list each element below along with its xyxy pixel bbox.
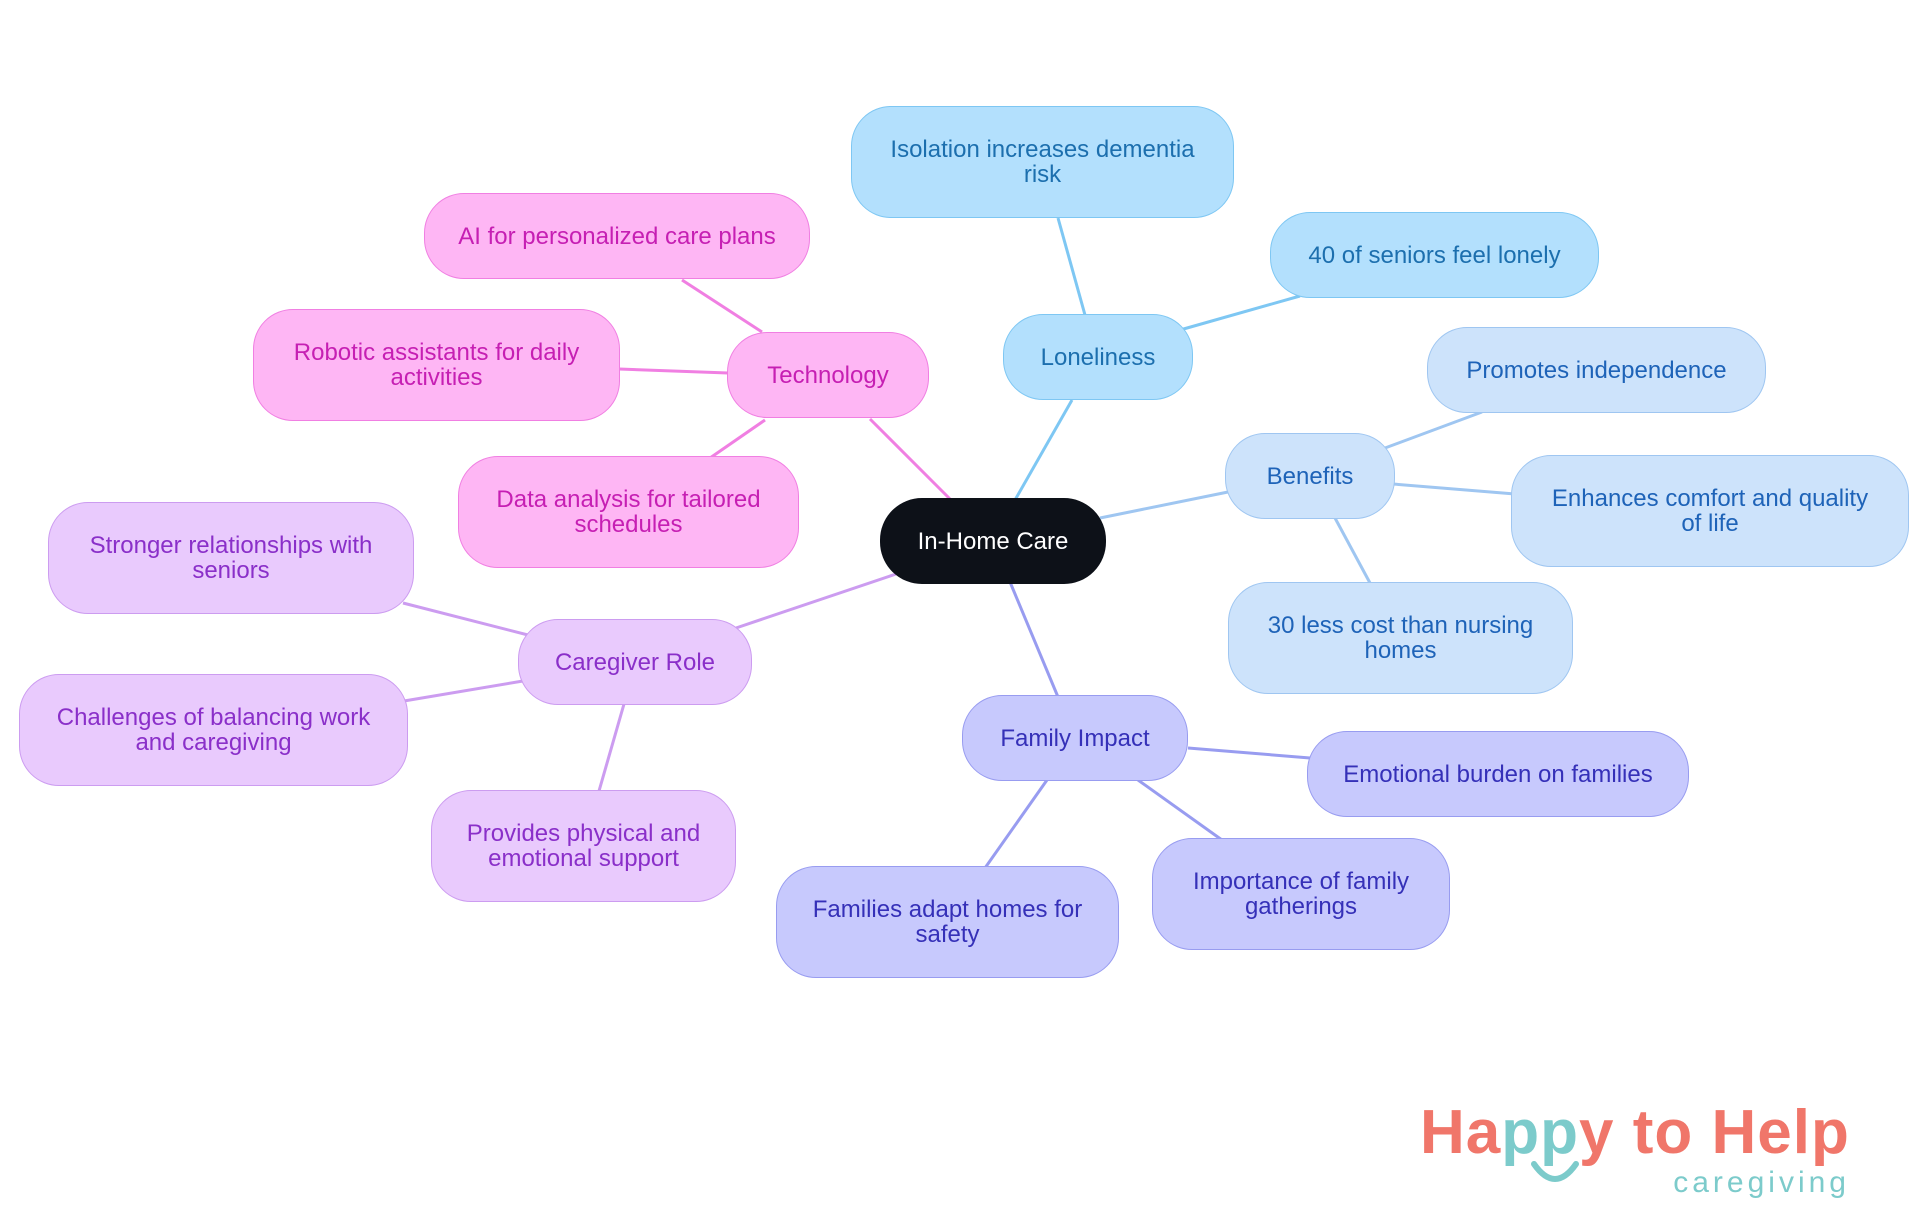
- node-loneliness-label: Loneliness: [1040, 343, 1156, 371]
- node-family-impact[interactable]: Family Impact: [962, 695, 1188, 781]
- node-technology[interactable]: Technology: [727, 332, 929, 418]
- node-adapt-homes[interactable]: Families adapt homes for safety: [776, 866, 1119, 978]
- node-isolation-dementia[interactable]: Isolation increases dementia risk: [851, 106, 1234, 218]
- node-robotic-assistants[interactable]: Robotic assistants for daily activities: [253, 309, 620, 421]
- node-seniors-lonely-label: 40 of seniors feel lonely: [1308, 241, 1561, 269]
- node-technology-label: Technology: [767, 361, 889, 389]
- edge-root-family: [1008, 581, 1060, 698]
- node-adapt-homes-label: Families adapt homes for safety: [812, 896, 1083, 948]
- edge-root-caregiver: [735, 572, 897, 630]
- root-label: In-Home Care: [917, 527, 1069, 555]
- node-ai-care-plans[interactable]: AI for personalized care plans: [424, 193, 810, 279]
- root-node[interactable]: In-Home Care: [880, 498, 1106, 584]
- edge-family-gatherings: [1137, 778, 1223, 842]
- node-seniors-lonely[interactable]: 40 of seniors feel lonely: [1270, 212, 1599, 298]
- edge-benefits-comfort: [1392, 482, 1516, 496]
- edge-root-technology: [868, 417, 952, 501]
- node-stronger-relationships[interactable]: Stronger relationships with seniors: [48, 502, 414, 614]
- node-emotional-burden[interactable]: Emotional burden on families: [1307, 731, 1689, 817]
- node-benefits[interactable]: Benefits: [1225, 433, 1395, 519]
- happy-to-help-logo: Happy to Help caregiving: [1420, 1098, 1890, 1208]
- node-loneliness[interactable]: Loneliness: [1003, 314, 1193, 400]
- node-data-analysis-label: Data analysis for tailored schedules: [496, 486, 761, 538]
- logo-title: Happy to Help: [1420, 1098, 1850, 1167]
- edge-technology-data: [709, 418, 766, 460]
- node-family-gatherings-label: Importance of family gatherings: [1192, 868, 1410, 920]
- node-family-gatherings[interactable]: Importance of family gatherings: [1152, 838, 1450, 950]
- node-promotes-independence-label: Promotes independence: [1466, 356, 1727, 384]
- edge-benefits-cost: [1333, 517, 1372, 584]
- edge-loneliness-dementia: [1056, 217, 1087, 316]
- edge-family-safety: [983, 779, 1049, 869]
- edge-root-benefits: [1099, 490, 1229, 520]
- node-physical-emotional-support-label: Provides physical and emotional support: [466, 820, 701, 872]
- node-data-analysis[interactable]: Data analysis for tailored schedules: [458, 456, 799, 568]
- node-robotic-assistants-label: Robotic assistants for daily activities: [293, 339, 580, 391]
- node-balancing-work[interactable]: Challenges of balancing work and caregiv…: [19, 674, 408, 786]
- edge-root-loneliness: [1013, 399, 1074, 501]
- edge-caregiver-relationships: [402, 601, 529, 637]
- node-caregiver-role-label: Caregiver Role: [554, 648, 716, 676]
- node-family-impact-label: Family Impact: [1000, 724, 1150, 752]
- node-benefits-label: Benefits: [1266, 462, 1354, 490]
- node-comfort-quality-label: Enhances comfort and quality of life: [1551, 485, 1869, 537]
- node-emotional-burden-label: Emotional burden on families: [1343, 760, 1653, 788]
- edge-technology-robotic: [618, 367, 729, 375]
- node-ai-care-plans-label: AI for personalized care plans: [458, 222, 776, 250]
- node-isolation-dementia-label: Isolation increases dementia risk: [890, 136, 1195, 188]
- node-physical-emotional-support[interactable]: Provides physical and emotional support: [431, 790, 736, 902]
- node-stronger-relationships-label: Stronger relationships with seniors: [89, 532, 373, 584]
- edge-family-emotional: [1187, 746, 1311, 760]
- edge-caregiver-challenges: [403, 679, 524, 703]
- edge-technology-ai: [681, 278, 763, 334]
- node-balancing-work-label: Challenges of balancing work and caregiv…: [56, 704, 371, 756]
- smile-icon: [1531, 1161, 1579, 1182]
- node-less-cost[interactable]: 30 less cost than nursing homes: [1228, 582, 1573, 694]
- node-less-cost-label: 30 less cost than nursing homes: [1267, 612, 1534, 664]
- node-promotes-independence[interactable]: Promotes independence: [1427, 327, 1766, 413]
- edge-loneliness-lonely: [1179, 294, 1301, 332]
- logo-subtitle: caregiving: [1673, 1166, 1850, 1199]
- edge-benefits-independence: [1384, 410, 1483, 450]
- node-comfort-quality[interactable]: Enhances comfort and quality of life: [1511, 455, 1909, 567]
- edge-caregiver-support: [597, 703, 626, 792]
- node-caregiver-role[interactable]: Caregiver Role: [518, 619, 752, 705]
